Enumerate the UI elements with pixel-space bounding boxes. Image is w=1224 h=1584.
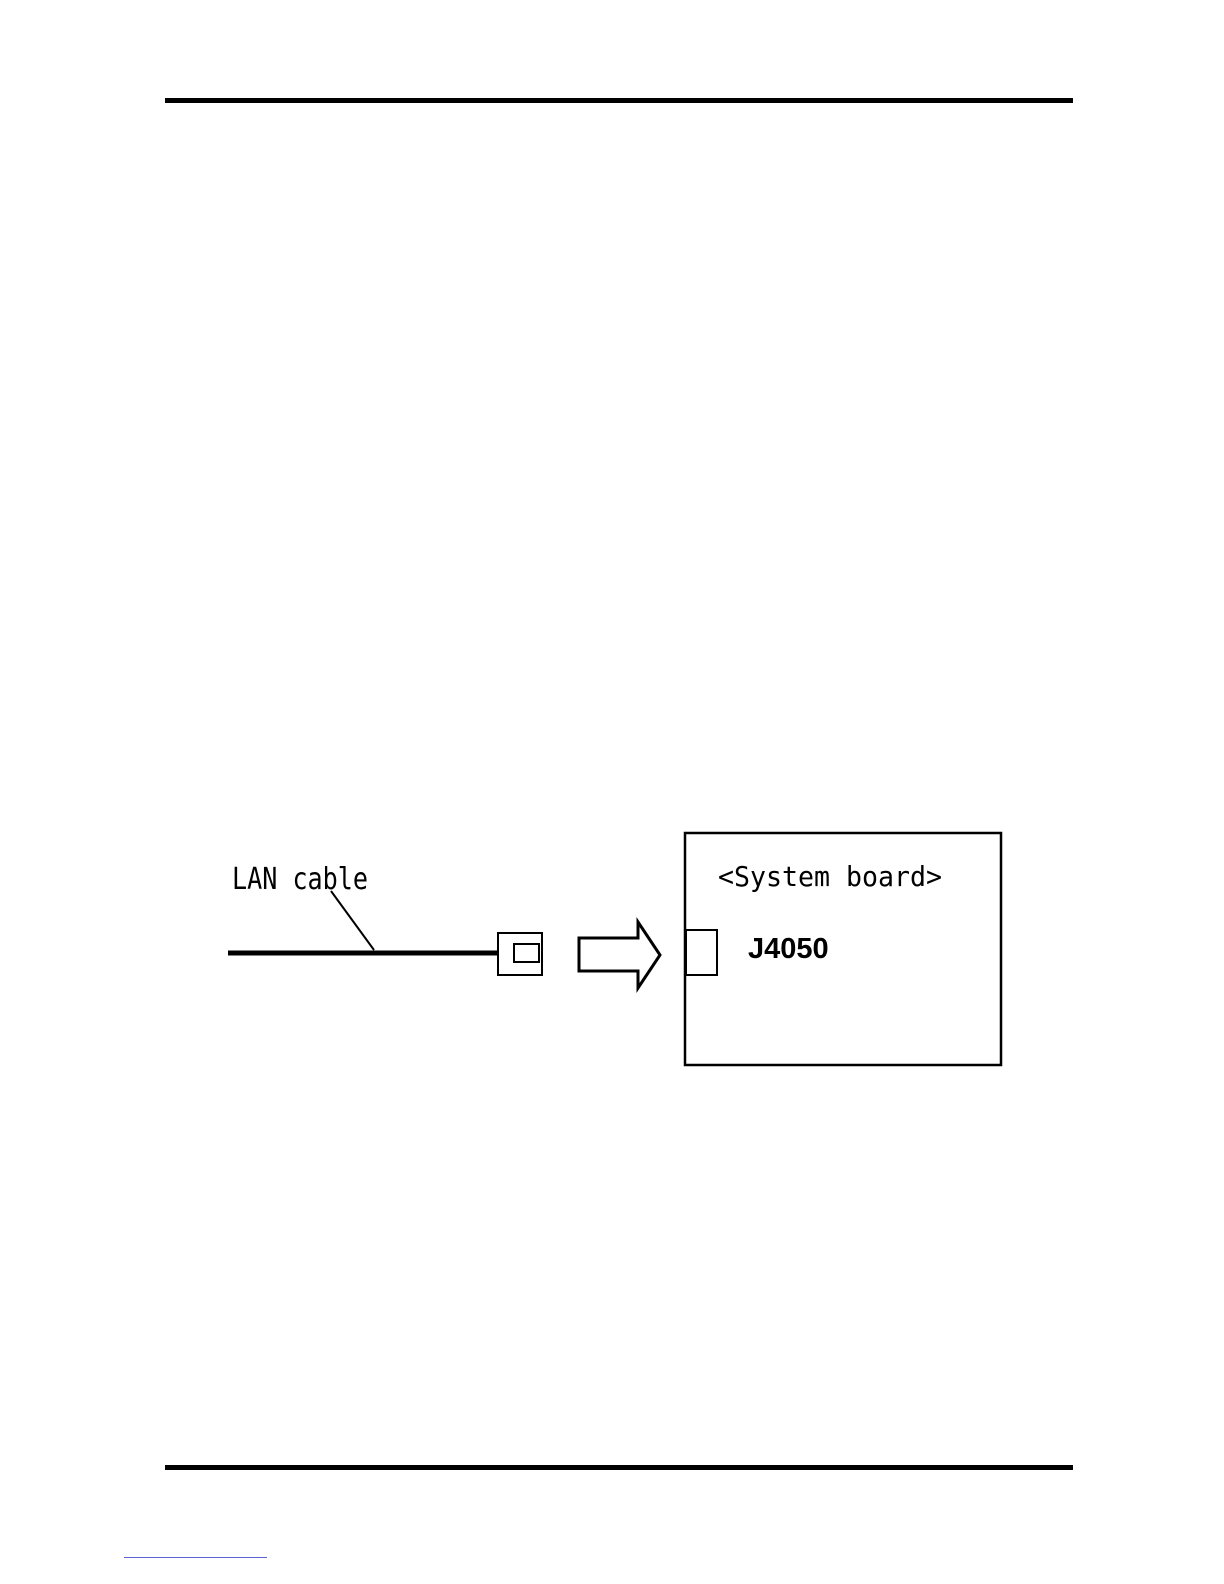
insert-direction-arrow — [579, 922, 660, 988]
lan-plug-latch — [514, 944, 539, 962]
footer-link-underline — [124, 1557, 267, 1558]
cable-leader-line — [331, 891, 374, 950]
connector-label: J4050 — [748, 933, 829, 965]
lan-cable-label: LAN cable — [232, 862, 368, 897]
lan-connector-j4050 — [686, 930, 717, 975]
system-board-label: <System board> — [718, 860, 942, 893]
footer-rule — [165, 1465, 1073, 1470]
